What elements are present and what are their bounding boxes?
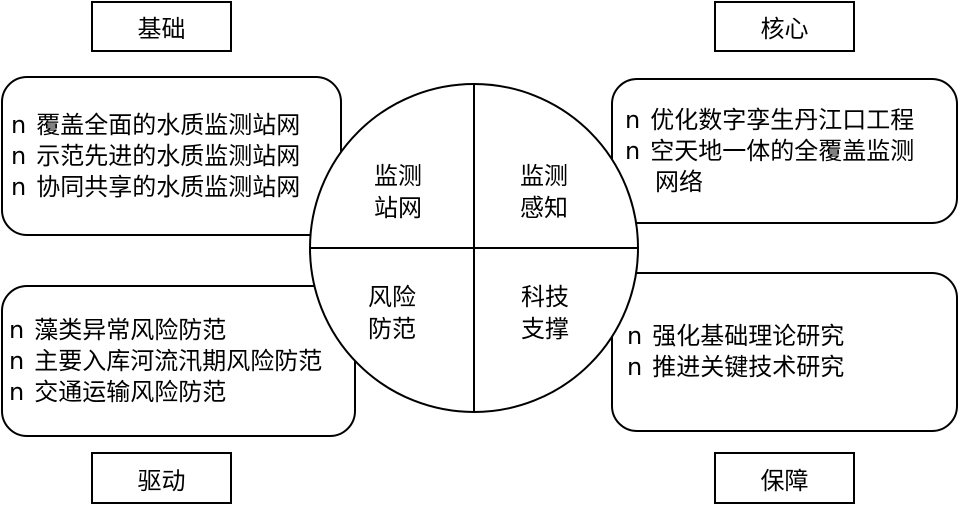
item-text: 覆盖全面的水质监测站网 [36,110,301,139]
label-driver-text: 驱动 [137,466,186,495]
label-core: 核心 [714,1,855,52]
item-text: 推进关键技术研究 [652,353,845,381]
quadrant-label-line: 感知 [520,194,568,222]
bullet-marker: n [9,346,25,375]
item-text: 示范先进的水质监测站网 [36,141,301,170]
label-foundation: 基础 [91,1,232,52]
quadrant-label-line: 防范 [368,315,416,343]
bullet-marker: n [9,315,25,344]
list-item: n 主要入库河流汛期风险防范 [9,346,354,377]
bullet-marker: n [625,105,641,134]
list-item: n 推进关键技术研究 [627,352,956,383]
label-foundation-text: 基础 [137,15,186,43]
item-text: 协同共享的水质监测站网 [36,172,301,201]
quadrant-monitoring-sensing: 监测 感知 [504,160,584,224]
label-core-text: 核心 [760,15,809,43]
quadrant-tech-support: 科技 支撑 [505,281,585,345]
bullet-marker: n [11,141,27,170]
item-text: 强化基础理论研究 [652,322,845,350]
quadrant-label-line: 风险 [368,283,416,311]
panel-foundation: n 覆盖全面的水质监测站网 n 示范先进的水质监测站网 n 协同共享的水质监测站网 [1,76,342,236]
item-text: 交通运输风险防范 [34,377,227,406]
label-guarantee-text: 保障 [760,466,809,495]
item-text: 空天地一体的全覆盖监测 [650,136,915,165]
list-item: n 强化基础理论研究 [627,321,956,352]
list-item: n 优化数字孪生丹江口工程 [625,105,956,136]
quadrant-label-line: 监测 [520,162,568,190]
list-item: n 协同共享的水质监测站网 [11,172,340,203]
list-item: n 覆盖全面的水质监测站网 [11,110,340,141]
list-item: n 空天地一体的全覆盖监测 网络 [625,136,956,198]
quadrant-label-line: 科技 [521,283,569,311]
item-text: 优化数字孪生丹江口工程 [650,105,915,134]
panel-driver: n 藻类异常风险防范 n 主要入库河流汛期风险防范 n 交通运输风险防范 [1,285,356,437]
label-driver: 驱动 [91,452,232,504]
quadrant-monitoring-network: 监测 站网 [358,160,438,224]
panel-core: n 优化数字孪生丹江口工程 n 空天地一体的全覆盖监测 网络 [611,78,958,224]
quadrant-label-line: 支撑 [521,315,569,343]
item-text-continuation: 网络 [655,167,703,196]
quadrant-label-line: 站网 [374,194,422,222]
bullet-marker: n [625,136,641,165]
label-guarantee: 保障 [714,452,855,504]
bullet-marker: n [11,110,27,139]
bullet-marker: n [627,353,643,381]
list-item: n 交通运输风险防范 [9,377,354,408]
bullet-marker: n [9,377,25,406]
bullet-marker: n [627,322,643,350]
item-text: 主要入库河流汛期风险防范 [34,346,323,375]
bullet-marker: n [11,172,27,201]
list-item: n 藻类异常风险防范 [9,315,354,346]
quadrant-risk-prevention: 风险 防范 [352,281,432,345]
item-text: 藻类异常风险防范 [34,315,227,344]
panel-guarantee: n 强化基础理论研究 n 推进关键技术研究 [611,272,958,432]
quadrant-label-line: 监测 [374,162,422,190]
list-item: n 示范先进的水质监测站网 [11,141,340,172]
